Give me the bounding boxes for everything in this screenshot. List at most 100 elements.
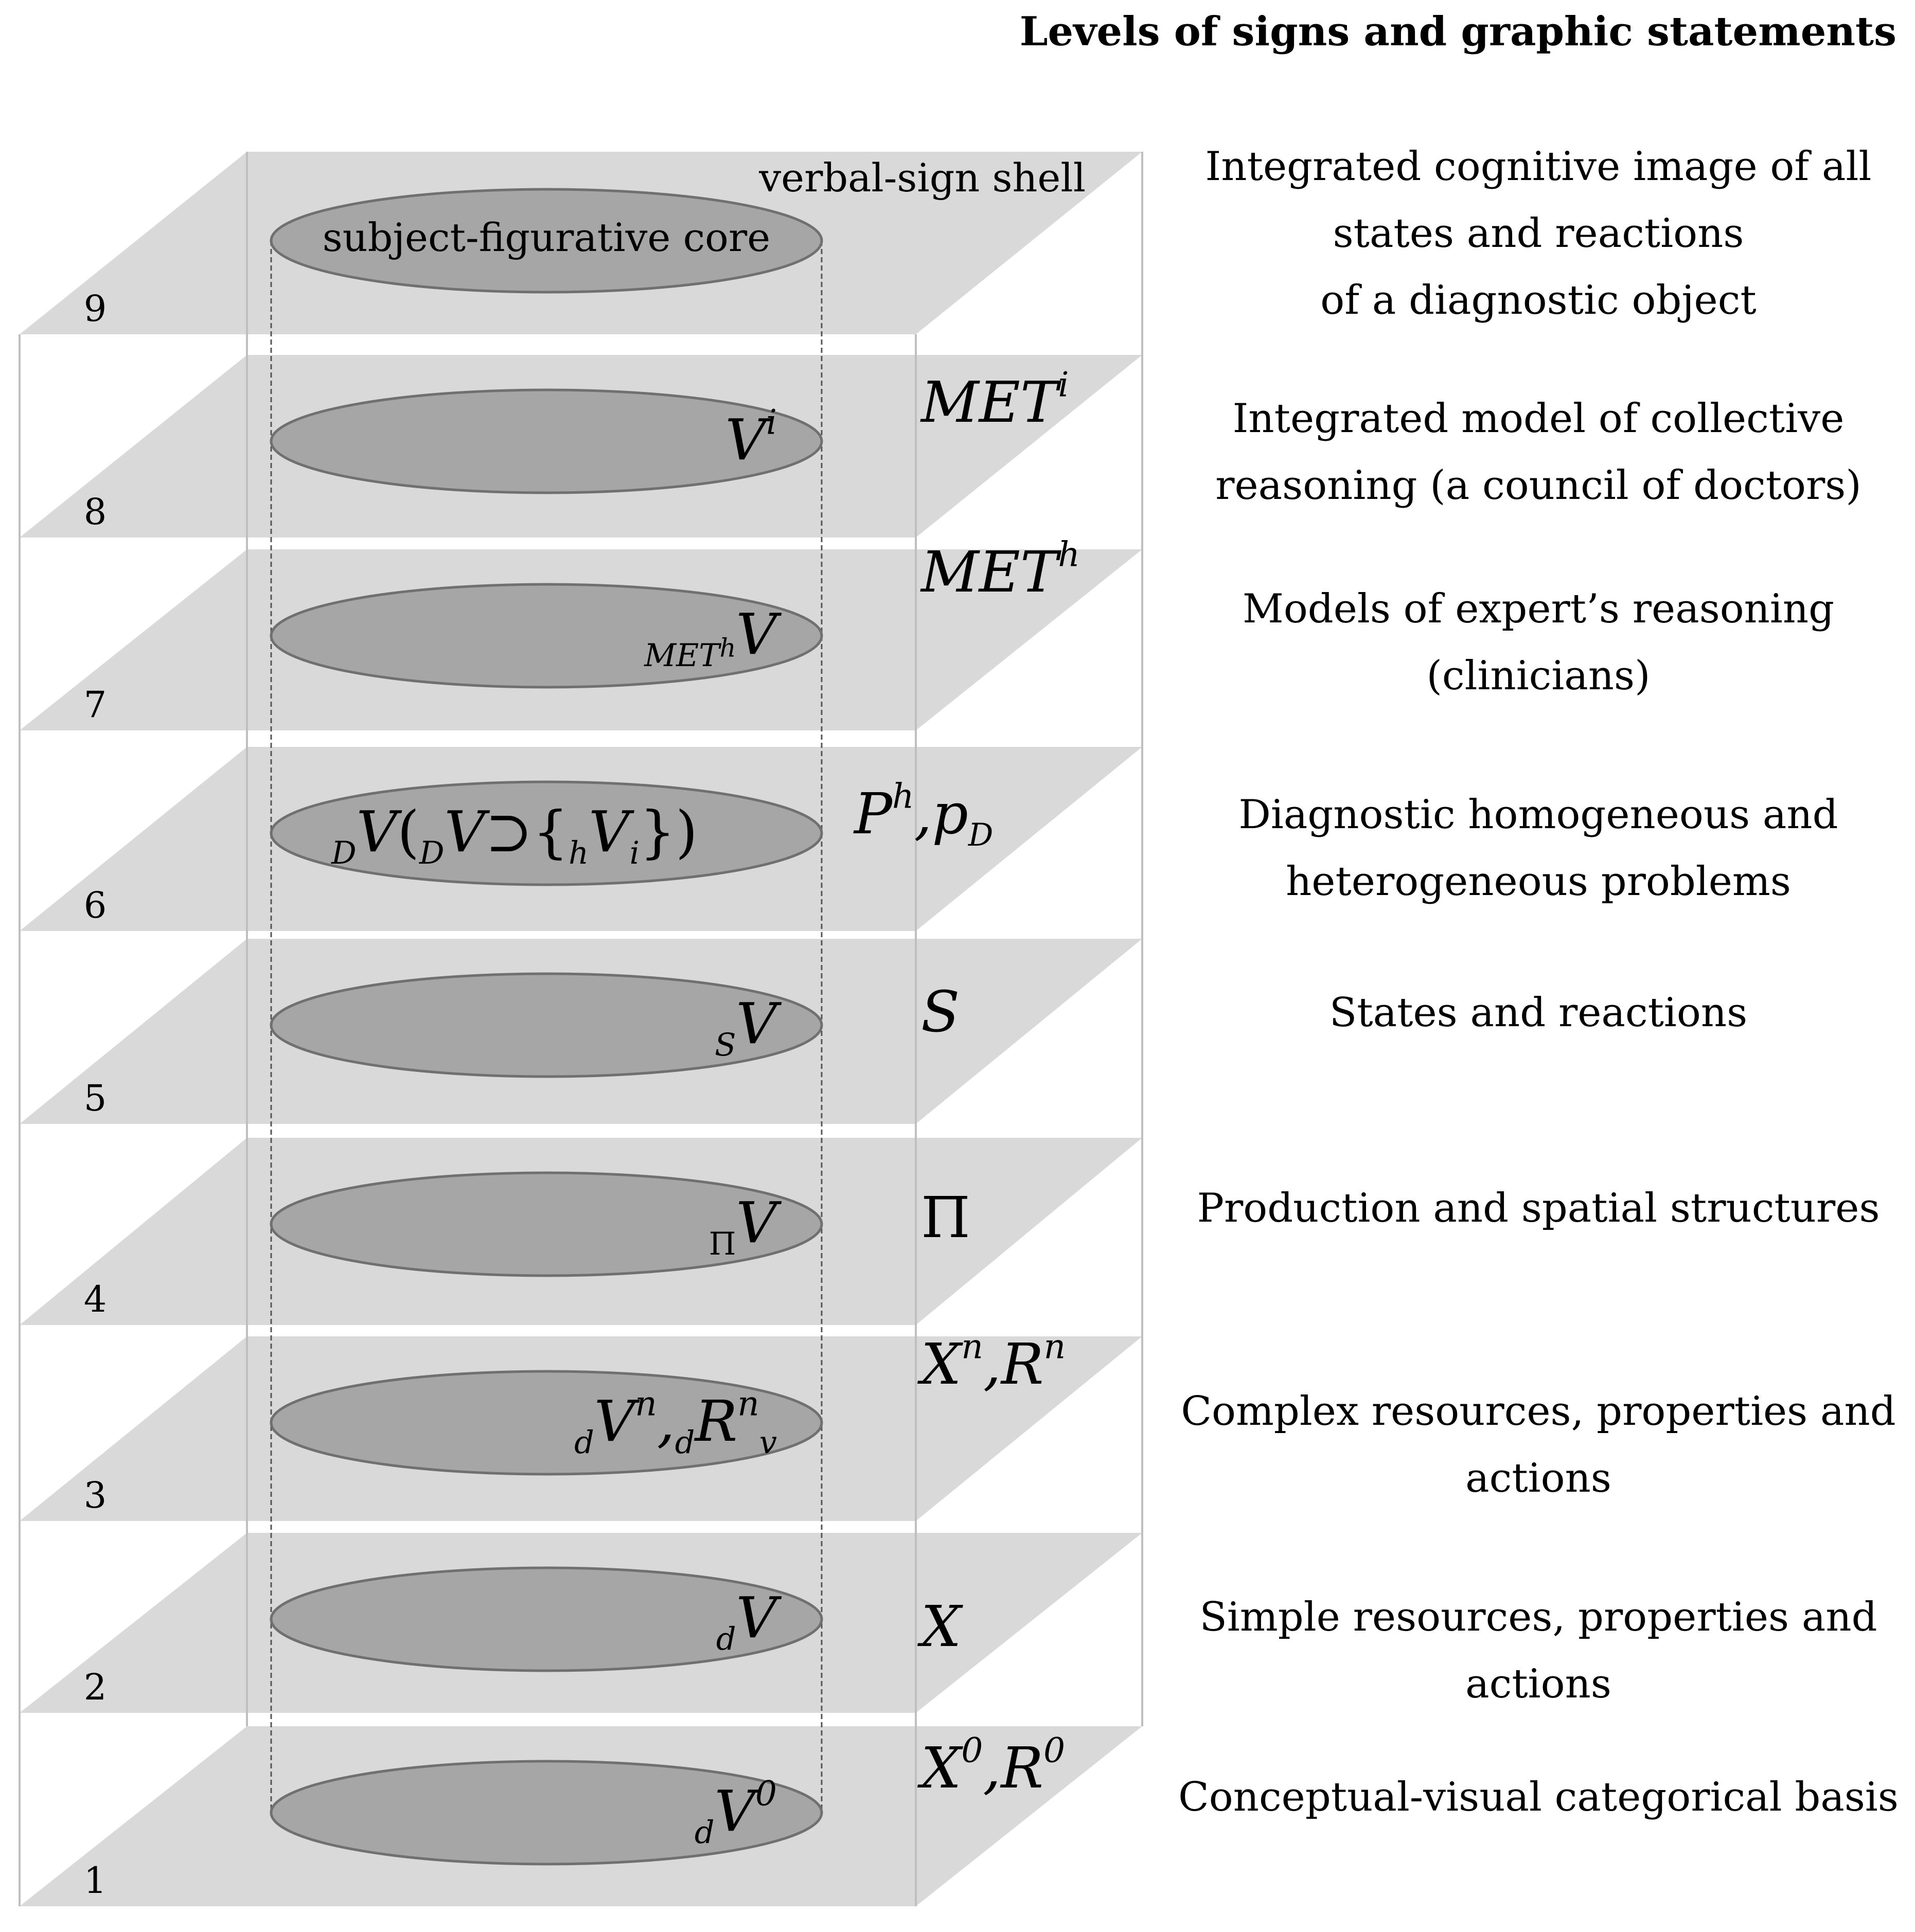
level-description-line: Simple resources, properties and [1199, 1594, 1877, 1640]
level-symbol-6-part: D [968, 817, 994, 853]
level-description-line: reasoning (a council of doctors) [1215, 462, 1861, 509]
level-symbol-1-part: 0 [961, 1731, 983, 1770]
ellipse-formula-6-part: ( [397, 799, 419, 865]
core-ellipse-6 [270, 780, 823, 886]
ellipse-formula-4-part: Π [709, 1226, 736, 1262]
level-number: 2 [84, 1666, 107, 1708]
level-symbol-1: X0,R0 [917, 1731, 1065, 1801]
level-symbol-3-part: X [917, 1331, 963, 1397]
level-symbol-7: METh [920, 535, 1080, 605]
level-description-line: Diagnostic homogeneous and [1238, 792, 1838, 838]
ellipse-formula-3-part: v [759, 1425, 777, 1461]
core-ellipse-9 [270, 188, 823, 294]
level-symbol-4: Π [921, 1185, 970, 1250]
ellipse-formula-6-part: i [630, 835, 640, 871]
level-number: 6 [84, 884, 107, 926]
level-number: 8 [84, 491, 107, 533]
subject-figurative-core-label: subject-figurative core [323, 214, 770, 260]
level-symbol-1-part: , [983, 1735, 1001, 1801]
ellipse-formula-5-part: V [736, 991, 782, 1057]
ellipse-formula-7-part: h [720, 633, 736, 663]
level-symbol-6-part: h [892, 777, 914, 816]
ellipse-formula-4: ΠV [709, 1190, 782, 1262]
level-symbol-3-part: R [1000, 1331, 1044, 1397]
level-description-line: Complex resources, properties and [1181, 1388, 1895, 1435]
ellipse-formula-6-part: h [569, 835, 589, 871]
ellipse-formula-3-part: d [574, 1425, 594, 1461]
ellipse-layer [270, 188, 823, 1866]
ellipse-formula-1-part: 0 [755, 1774, 777, 1814]
level-symbol-3-part: n [1044, 1327, 1066, 1367]
ellipse-formula-2: dV [716, 1585, 782, 1657]
level-description-5: States and reactions [1329, 990, 1747, 1036]
ellipse-formula-6-part: } [640, 799, 676, 865]
level-number: 3 [84, 1474, 107, 1516]
level-symbol-8: METi [920, 365, 1069, 436]
ellipse-formula-6: DV(DV⊃{hVi}) [331, 799, 698, 871]
ellipse-formula-6-part: V [357, 799, 402, 865]
level-symbol-2-part: X [917, 1594, 963, 1659]
level-number: 9 [84, 288, 107, 330]
ellipse-formula-6-part: D [331, 835, 357, 871]
level-symbol-8-part: MET [920, 369, 1062, 435]
ellipse-formula-6-part: V [589, 799, 634, 865]
verbal-sign-shell-label: verbal-sign shell [758, 155, 1086, 201]
ellipse-formula-3-part: V [594, 1388, 640, 1454]
core-ellipse-4 [270, 1171, 823, 1277]
level-description-line: Integrated model of collective [1233, 396, 1845, 442]
diagram-title: Levels of signs and graphic statements [1020, 8, 1896, 55]
level-description-7: Models of expert’s reasoning(clinicians) [1243, 586, 1834, 699]
level-symbol-6-part: p [932, 781, 968, 847]
level-symbol-3-part: , [983, 1331, 1001, 1397]
level-symbol-4-part: Π [921, 1185, 970, 1250]
ellipse-formula-6-part: { [533, 799, 569, 865]
level-symbol-8-part: i [1058, 365, 1069, 405]
ellipse-formula-1-part: V [715, 1778, 760, 1844]
ellipse-formula-3-part: n [737, 1384, 759, 1424]
ellipse-formula-8-part: V [725, 407, 771, 473]
ellipse-formula-1-part: d [695, 1815, 715, 1851]
level-number: 7 [84, 684, 107, 726]
level-description-3: Complex resources, properties and actions [1181, 1388, 1895, 1501]
ellipse-formula-3-part: , [657, 1388, 675, 1454]
ellipse-formula-7-part: MET [644, 638, 722, 674]
ellipse-formula-3-part: d [675, 1425, 695, 1461]
level-number: 4 [84, 1278, 107, 1320]
ellipse-formula-4-part: V [736, 1190, 782, 1256]
level-description-line: of a diagnostic object [1320, 277, 1757, 324]
level-description-line: States and reactions [1329, 990, 1747, 1036]
level-number: 1 [84, 1859, 107, 1902]
ellipse-formula-8-part: i [766, 403, 777, 442]
core-ellipse-3 [270, 1370, 823, 1476]
ellipse-formula-8: Vi [725, 403, 777, 473]
core-ellipse-1 [270, 1760, 823, 1866]
level-symbol-1-part: 0 [1043, 1731, 1065, 1770]
ellipse-formula-6-part: ) [676, 799, 698, 865]
level-symbol-6-part: , [914, 781, 932, 847]
ellipse-formula-6-part: D [419, 835, 445, 871]
level-description-line: Integrated cognitive image of all [1205, 144, 1872, 190]
level-description-line: Production and spatial structures [1197, 1185, 1880, 1231]
ellipse-formula-1: dV0 [695, 1774, 777, 1851]
level-description-8: Integrated model of collective reasoning … [1215, 396, 1861, 509]
ellipse-formula-5: SV [715, 991, 782, 1063]
level-description-line: actions [1465, 1455, 1611, 1501]
core-ellipse-5 [270, 972, 823, 1078]
level-description-4: Production and spatial structures [1197, 1185, 1880, 1231]
ellipse-formula-2-part: V [736, 1585, 782, 1651]
level-symbol-2: X [917, 1594, 963, 1659]
ellipse-formula-6-part: V [445, 799, 490, 865]
ellipse-formula-2-part: d [716, 1621, 736, 1657]
ellipse-formula-3: dVn,dRnv [574, 1384, 777, 1461]
ellipse-formula-3-part: R [694, 1388, 737, 1454]
level-symbol-3-part: n [961, 1327, 983, 1367]
ellipse-formula-5-part: S [715, 1027, 736, 1063]
level-description-1: Conceptual-visual categorical basis [1178, 1774, 1899, 1820]
level-symbol-7-part: h [1058, 535, 1080, 575]
level-description-line: (clinicians) [1426, 653, 1650, 699]
